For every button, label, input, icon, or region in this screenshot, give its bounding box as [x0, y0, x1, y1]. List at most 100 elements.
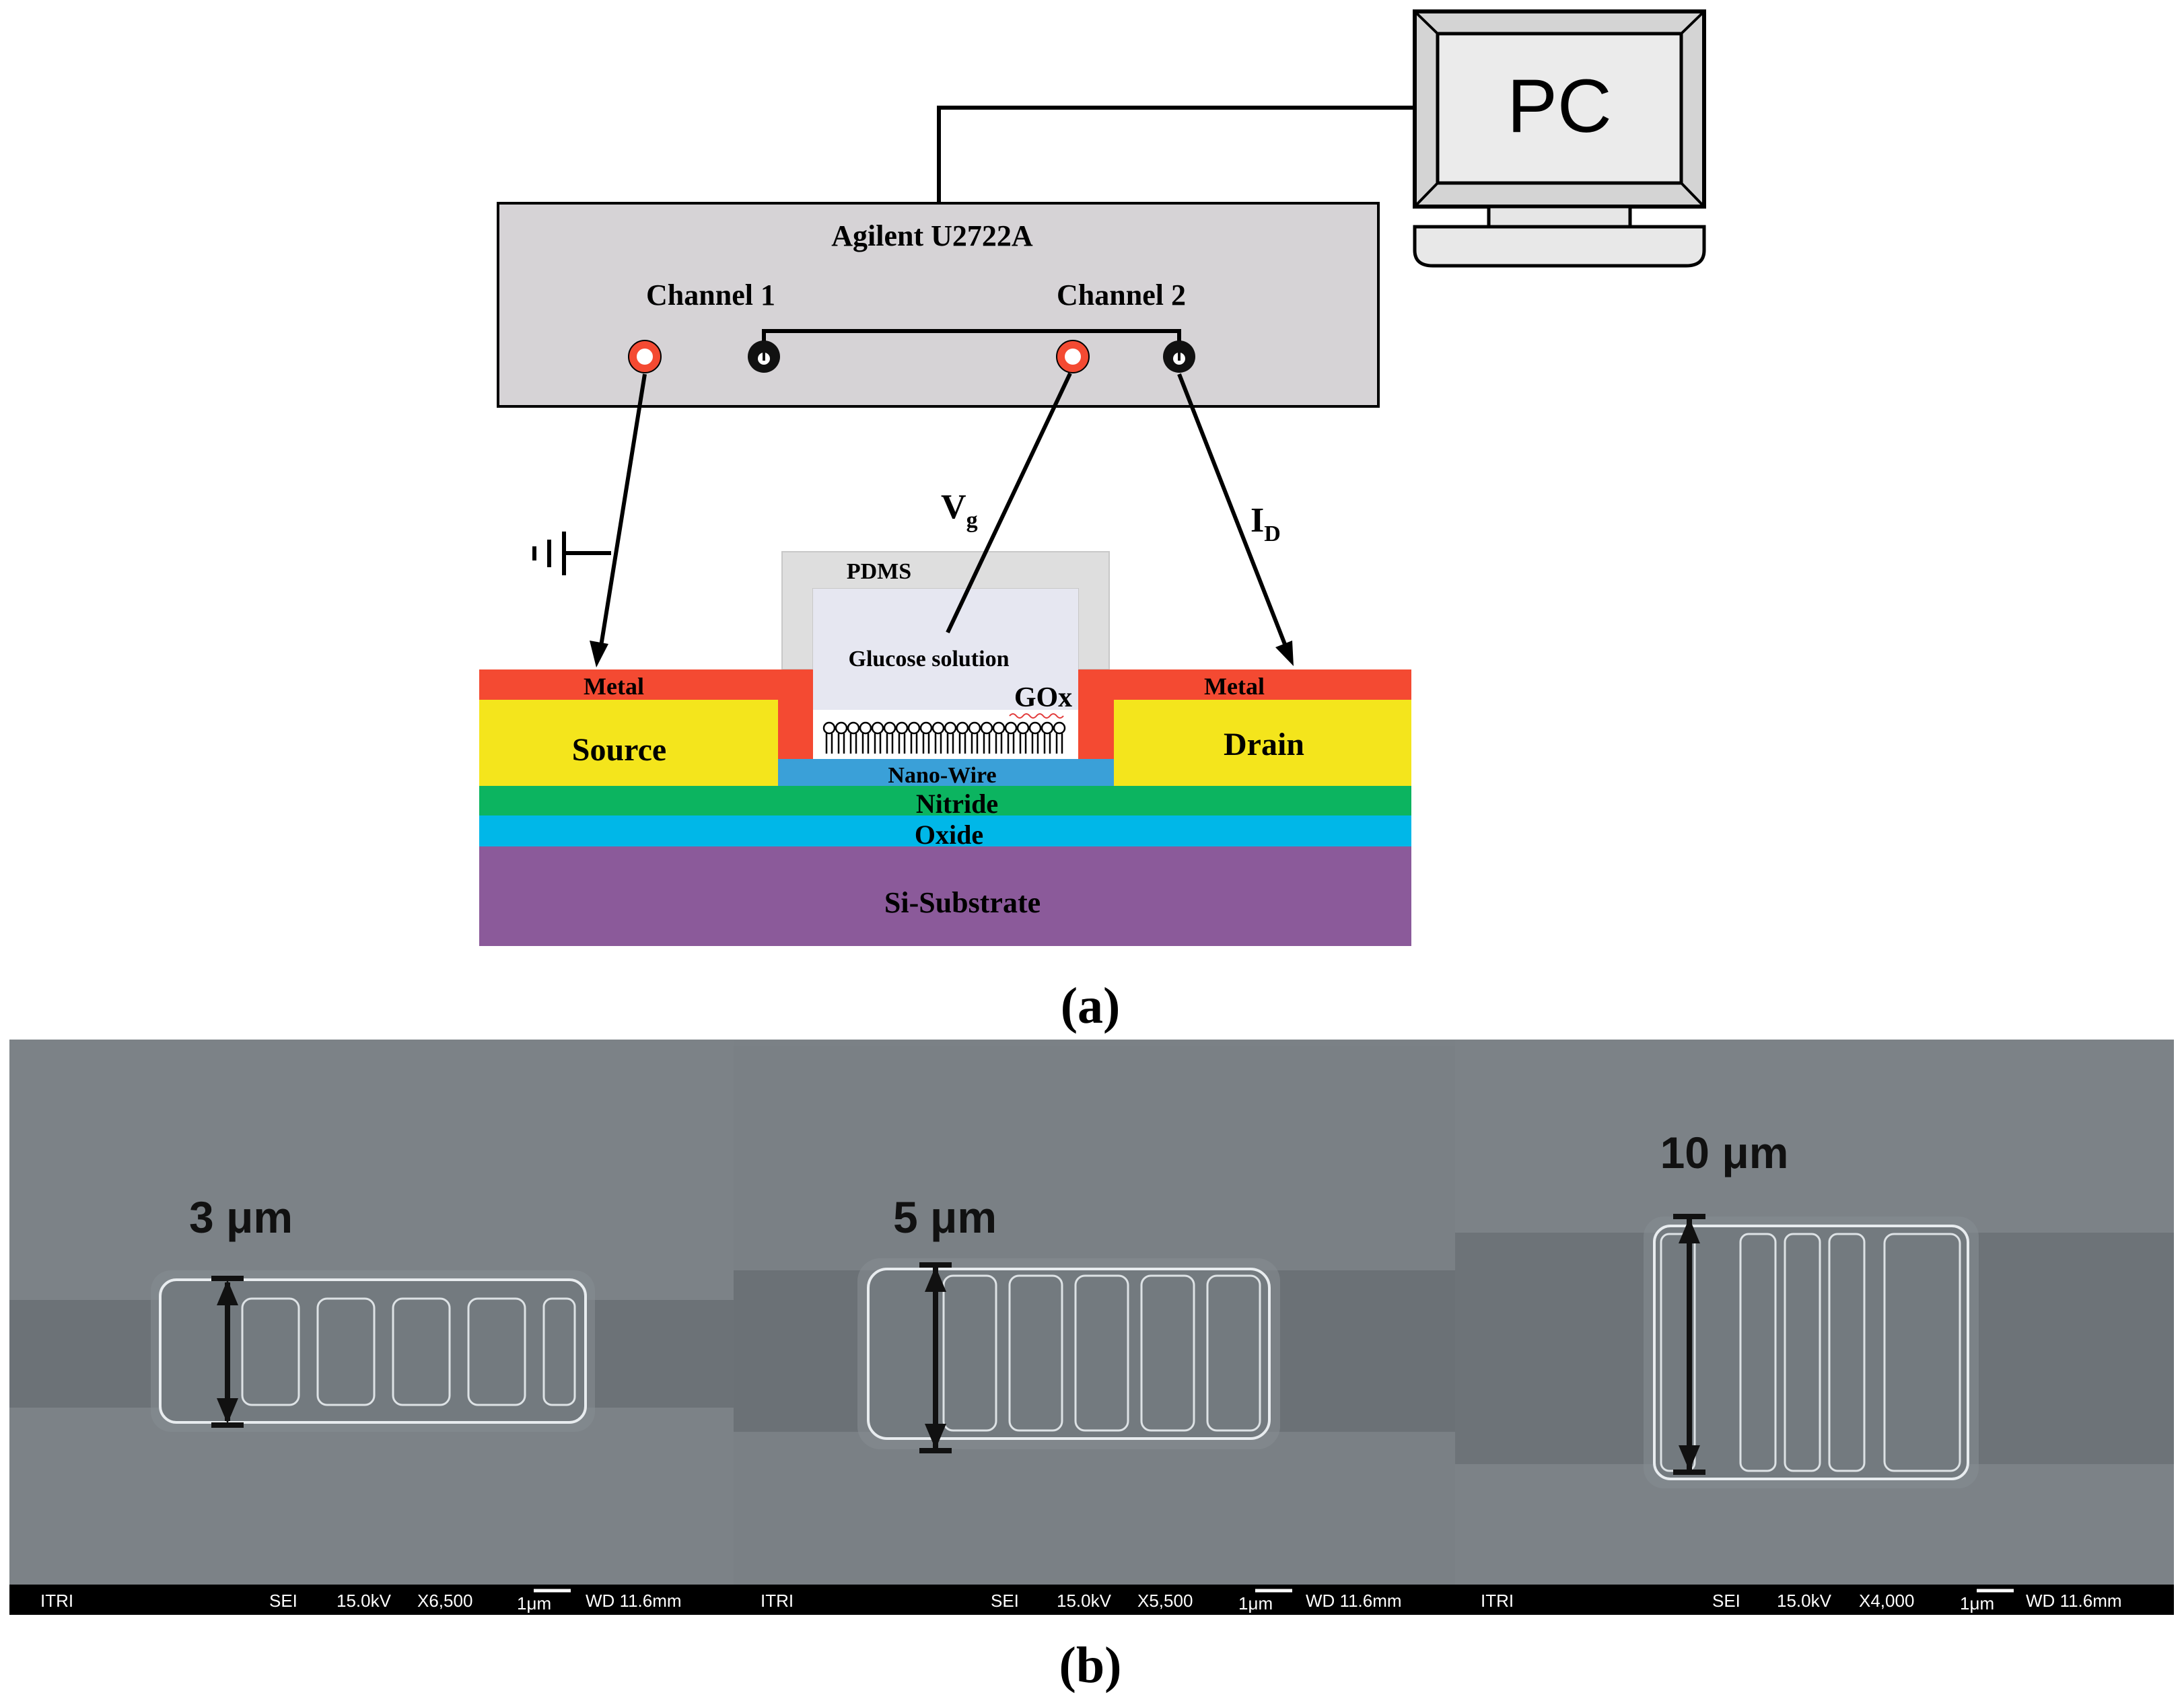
- glucose-solution: [813, 589, 1078, 710]
- gox-receptor-tail: [958, 733, 966, 754]
- channel-1-label: Channel 1: [646, 279, 775, 312]
- sem-2-voltage: 15.0kV: [1057, 1591, 1112, 1611]
- gox-receptor-head: [931, 721, 945, 735]
- gox-receptor-head: [835, 721, 848, 735]
- sem-2-wd: WD 11.6mm: [1306, 1591, 1402, 1611]
- oxide-label: Oxide: [915, 820, 983, 850]
- sem-1-footer-left: ITRI: [40, 1591, 73, 1611]
- sem-image-2: 5 μm: [734, 1046, 1455, 1585]
- gox-receptor-tail: [910, 733, 918, 754]
- gox-receptor-head: [980, 721, 993, 735]
- gox-receptor-tail: [983, 733, 991, 754]
- gox-receptor-head: [871, 721, 884, 735]
- caption-b: (b): [1059, 1637, 1122, 1694]
- sem-3-dimension-arrow: [1673, 1214, 1705, 1475]
- sem-3-scale-label: 1μm: [1960, 1593, 1994, 1613]
- sem-2-magnification: X5,500: [1137, 1591, 1193, 1611]
- pdms-chamber: [781, 551, 1110, 710]
- sem-1-dimension-arrow: [211, 1276, 244, 1428]
- sem-3-device: [1653, 1225, 1969, 1480]
- vg-label: Vg: [941, 488, 978, 533]
- sem-2-measure-label: 5 μm: [893, 1192, 997, 1242]
- sem-2-dimension-arrow: [919, 1262, 952, 1453]
- nanowire-layer: [778, 759, 1114, 786]
- drain-probe-arrowhead: [1275, 641, 1294, 666]
- sem-1-measure-label: 3 μm: [189, 1192, 293, 1242]
- sem-1-voltage: 15.0kV: [337, 1591, 392, 1611]
- sem-2-footer-left: ITRI: [761, 1591, 794, 1611]
- sem-3-voltage: 15.0kV: [1777, 1591, 1832, 1611]
- gate-probe-wire: [946, 372, 1072, 634]
- panel-b: 3 μm 5 μm: [9, 1040, 2174, 1694]
- source-probe-wire: [599, 373, 647, 647]
- gox-receptor-tail: [1043, 733, 1051, 754]
- metal-left-label: Metal: [584, 673, 644, 700]
- gox-receptor-tail: [874, 733, 882, 754]
- channel-2-black-terminal: [1163, 340, 1195, 373]
- gox-receptor-head: [822, 721, 836, 735]
- sem-1-wd: WD 11.6mm: [586, 1591, 682, 1611]
- left-metal-contact: [479, 669, 813, 759]
- sem-1-device: [159, 1278, 587, 1424]
- pc-monitor-icon: PC: [1413, 9, 1706, 268]
- gox-receptor-tail: [886, 733, 894, 754]
- glucose-solution-label: Glucose solution: [849, 647, 1010, 672]
- sem-info-bars: ITRI SEI 15.0kV X6,500 1μm WD 11.6mm ITR…: [9, 1585, 2174, 1615]
- gox-receptor-head: [847, 721, 860, 735]
- si-substrate-layer: [479, 846, 1411, 946]
- channel-1-black-terminal: [748, 340, 780, 373]
- nanowire-label: Nano-Wire: [888, 763, 996, 788]
- sem-2-detector: SEI: [991, 1591, 1019, 1611]
- pdms-label: PDMS: [847, 559, 911, 584]
- drain-probe-wire: [1177, 373, 1288, 647]
- gox-receptor-head: [1004, 721, 1018, 735]
- gox-receptor-head: [1041, 721, 1054, 735]
- gox-receptor-head: [907, 721, 921, 735]
- gox-receptor-head: [992, 721, 1006, 735]
- gox-receptor-head: [1053, 721, 1066, 735]
- sem-1-fingers: [241, 1297, 576, 1406]
- caption-a: (a): [1061, 978, 1121, 1034]
- nitride-label: Nitride: [916, 789, 998, 819]
- sem-image-1: 3 μm: [9, 1040, 734, 1585]
- gox-receptor-tail: [1055, 733, 1063, 754]
- instrument-title: Agilent U2722A: [831, 219, 1033, 252]
- gox-receptor-tail: [898, 733, 906, 754]
- sem-3-wd: WD 11.6mm: [2026, 1591, 2122, 1611]
- gox-receptor-tail: [861, 733, 870, 754]
- gox-receptor-tail: [995, 733, 1003, 754]
- metal-right-label: Metal: [1204, 673, 1265, 700]
- gox-receptor-tail: [825, 733, 833, 754]
- gox-receptor-head: [895, 721, 909, 735]
- channel-1-red-terminal: [628, 340, 662, 373]
- gox-receptor-head: [883, 721, 896, 735]
- sem-3-measure-label: 10 μm: [1660, 1128, 1789, 1177]
- nitride-layer: [479, 786, 1411, 815]
- sem-3-footer-left: ITRI: [1481, 1591, 1514, 1611]
- gox-receptor-head: [859, 721, 872, 735]
- substrate-label: Si-Substrate: [884, 886, 1041, 919]
- gox-receptor-head: [956, 721, 969, 735]
- sem-1-detector: SEI: [269, 1591, 297, 1611]
- sem-1-scale-label: 1μm: [517, 1593, 551, 1613]
- ground-icon: [532, 532, 611, 575]
- gox-receptor-tail: [1019, 733, 1027, 754]
- sem-2-fingers: [942, 1274, 1261, 1432]
- id-label: ID: [1250, 501, 1281, 546]
- gox-receptor-head: [1028, 721, 1042, 735]
- sem-3-detector: SEI: [1712, 1591, 1740, 1611]
- sem-1-magnification: X6,500: [417, 1591, 472, 1611]
- panel-a: PC Agilent U2722A Channel 1 Channel 2: [479, 9, 1706, 1034]
- source-probe-arrowhead: [590, 641, 608, 667]
- drain-label: Drain: [1224, 727, 1304, 762]
- gox-receptor-tail: [1031, 733, 1039, 754]
- gox-receptor-tail: [837, 733, 845, 754]
- gox-receptor-tail: [934, 733, 942, 754]
- probe-wires: [590, 372, 1294, 667]
- gox-receptor-tail: [946, 733, 954, 754]
- sem-3-magnification: X4,000: [1859, 1591, 1914, 1611]
- source-block: [479, 700, 778, 786]
- gox-underline: [1009, 713, 1064, 719]
- gox-receptor-head: [944, 721, 957, 735]
